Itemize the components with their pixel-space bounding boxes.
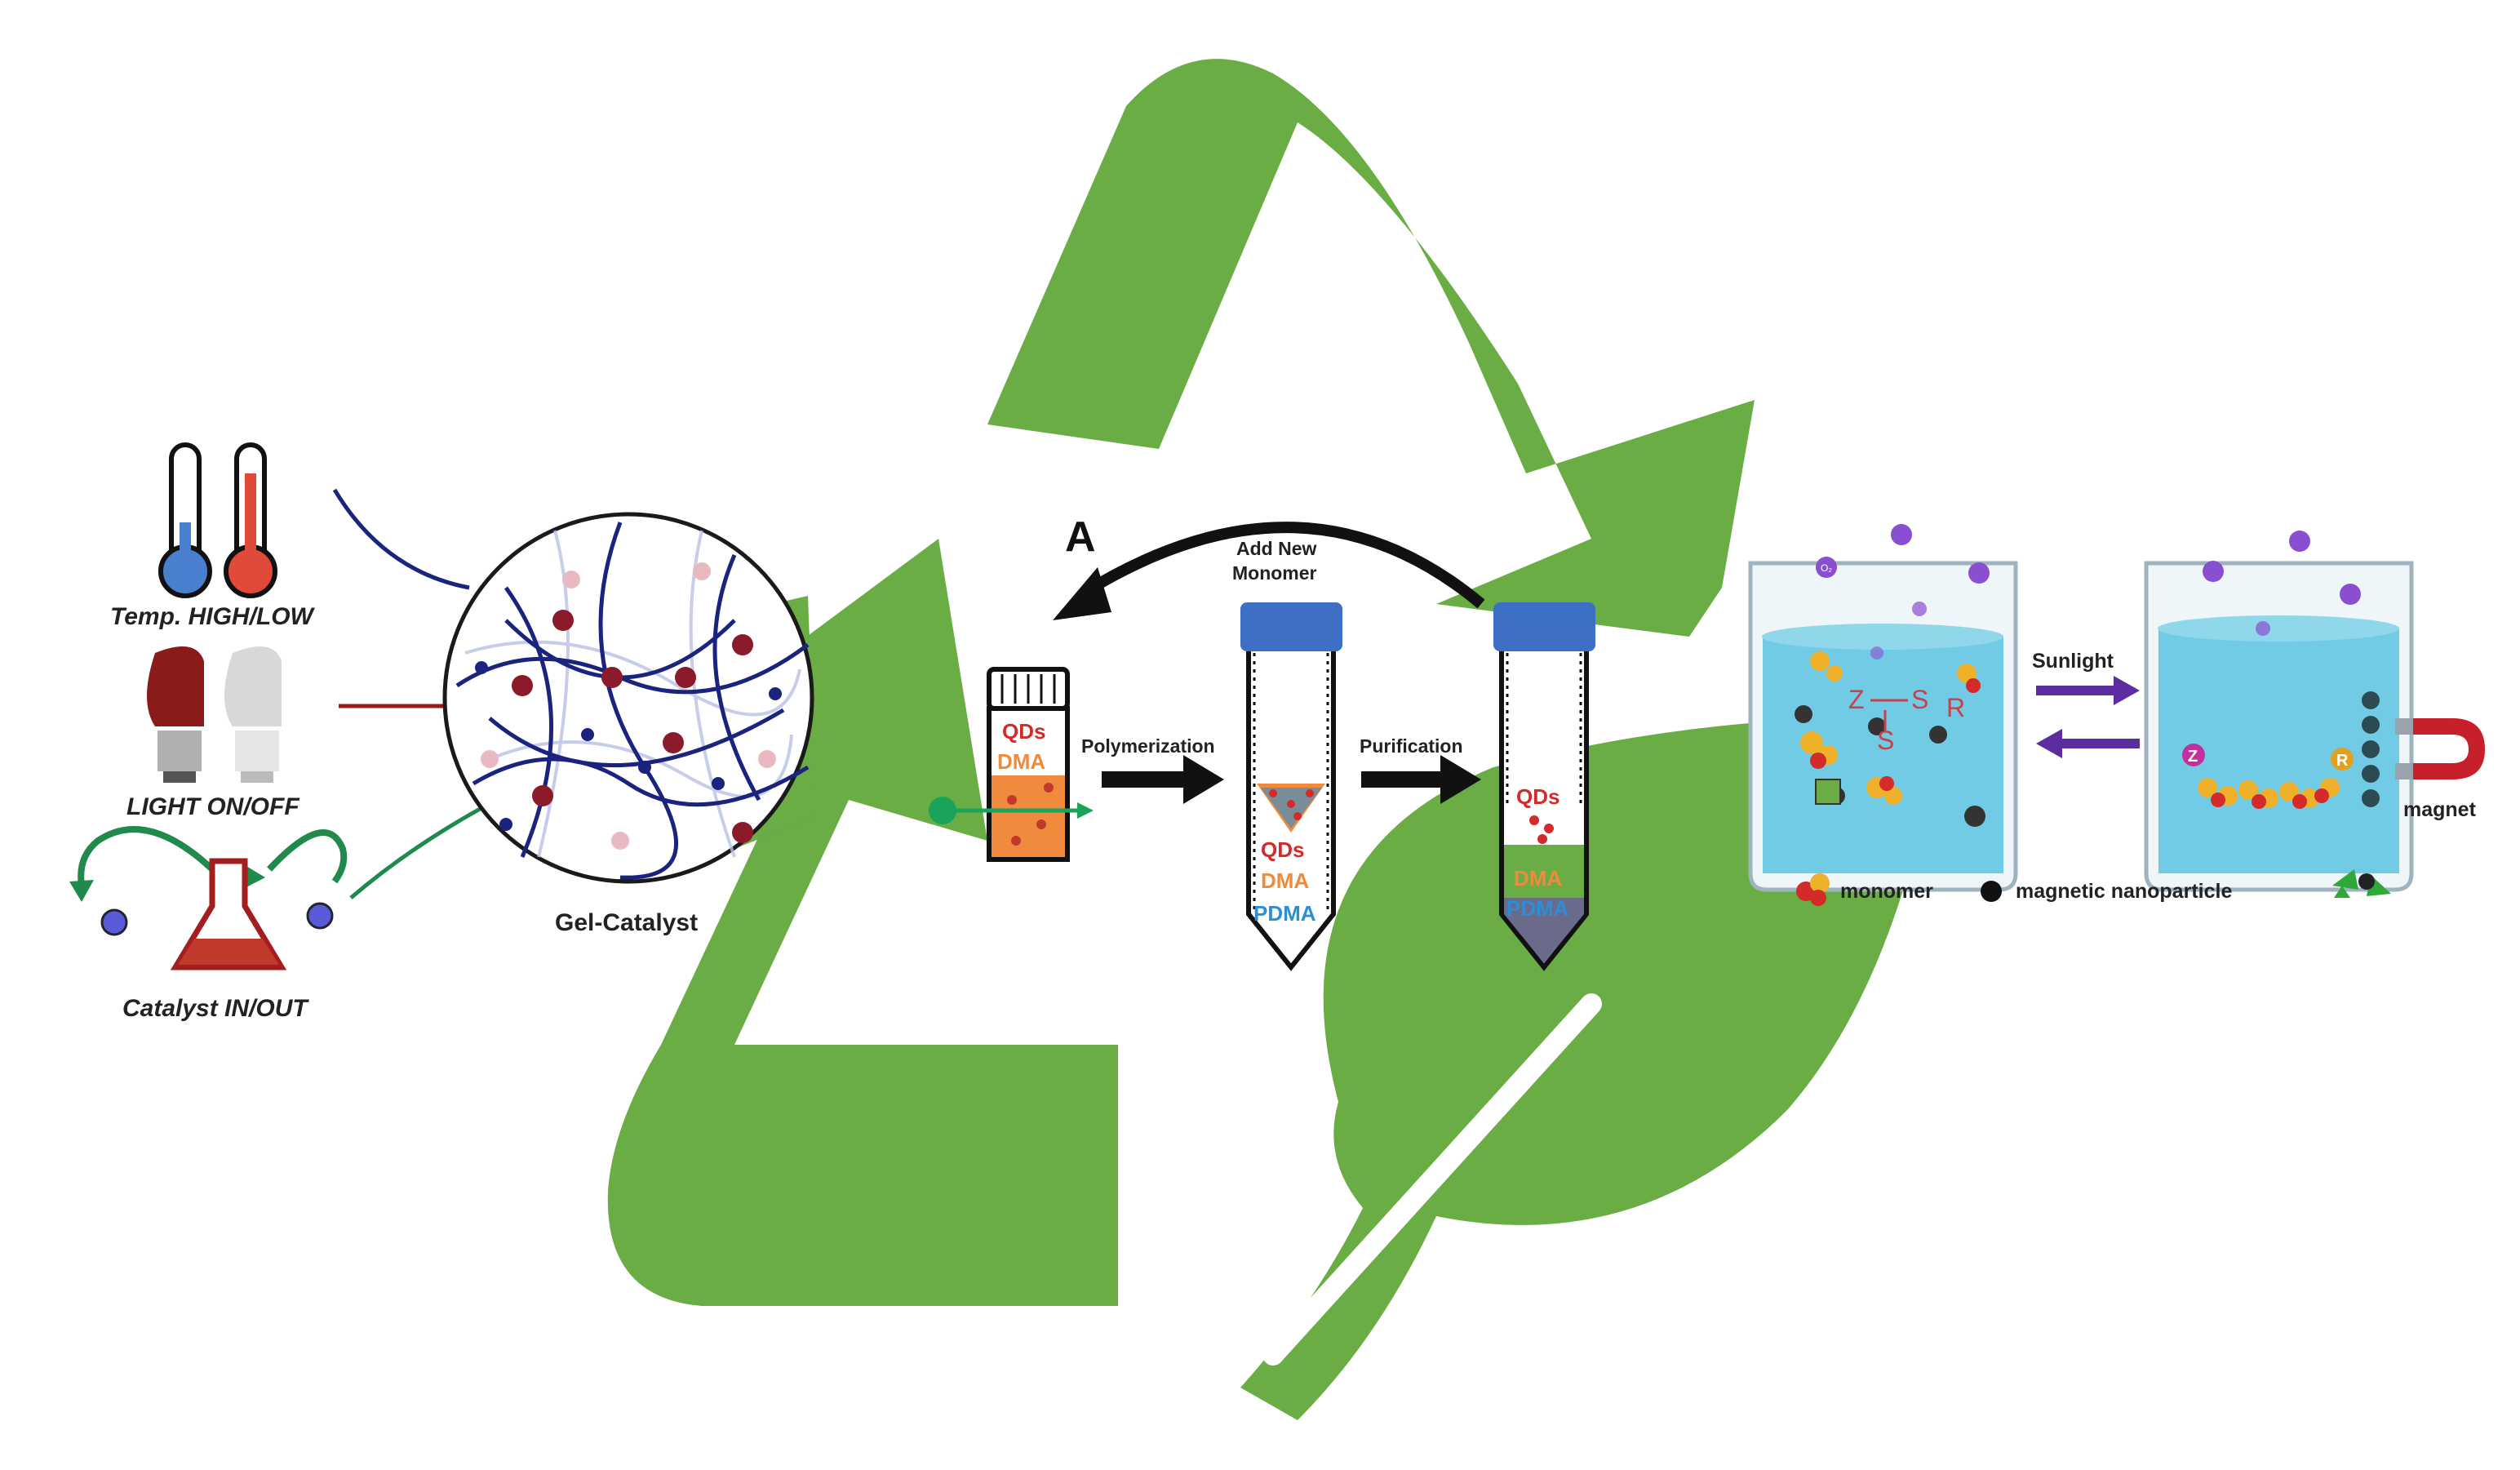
gel-catalyst-sphere — [442, 512, 814, 884]
mini-recycle-icon — [2332, 869, 2391, 898]
catalyst-out-arrow — [78, 826, 215, 886]
nanoparticle-legend-label: magnetic nanoparticle — [2016, 880, 2232, 903]
cycle-label: A — [1065, 513, 1096, 561]
thermometer-cold-icon — [158, 442, 212, 598]
connector-temp — [332, 488, 470, 590]
purification-label: Purification — [1360, 735, 1463, 757]
reverse-arrow — [2036, 729, 2140, 758]
beaker-2: Z R — [2144, 561, 2414, 892]
raft-z: Z — [1848, 685, 1865, 714]
beaker-1: Z S S R — [1748, 561, 2018, 892]
flask-icon — [170, 858, 287, 970]
end-r: R — [2336, 752, 2349, 770]
connector-catalyst — [349, 806, 483, 899]
centrifuge-tube-2: QDs DMA PDMA — [1240, 602, 1342, 971]
tube3-pdma: PDMA — [1506, 896, 1569, 921]
add-new-label-line1: Add New — [1236, 538, 1317, 559]
bulb-off-icon — [224, 646, 282, 783]
bulb-on-icon — [147, 646, 204, 783]
raft-r: R — [1946, 693, 1965, 722]
polymerization-arrow — [1102, 755, 1224, 804]
tube3-dma: DMA — [1514, 866, 1562, 890]
tube2-qds: QDs — [1261, 837, 1304, 862]
polymerization-label: Polymerization — [1081, 735, 1215, 757]
light-source-dot — [929, 797, 956, 824]
monomer-legend-icon — [1796, 873, 1830, 906]
tube2-dma: DMA — [1261, 868, 1309, 893]
centrifuge-tube-3: QDs DMA PDMA — [1493, 602, 1595, 971]
monomer-legend-label: monomer — [1840, 880, 1933, 903]
gel-catalyst-label: Gel-Catalyst — [555, 909, 698, 936]
left-panel: Temp. HIGH/LOW LIGHT ON/OFF Catalyst IN/… — [69, 442, 814, 1022]
vial-qds: QDs — [1002, 719, 1045, 744]
forward-arrow — [2036, 676, 2140, 705]
magnet-label: magnet — [2403, 798, 2477, 821]
tube3-qds: QDs — [1516, 784, 1559, 809]
catalyst-bead-left — [100, 908, 128, 936]
o2-label-1: O₂ — [1821, 562, 1832, 574]
vial-dma: DMA — [997, 749, 1045, 774]
sunlight-label: Sunlight — [2032, 650, 2114, 673]
raft-s2: S — [1877, 726, 1894, 755]
raft-s1: S — [1911, 685, 1928, 714]
add-new-label-line2: Monomer — [1232, 562, 1317, 584]
temp-label: Temp. HIGH/LOW — [110, 603, 316, 630]
tube2-pdma: PDMA — [1253, 901, 1316, 926]
magnet-icon — [2395, 718, 2485, 779]
o2-bubbles-1 — [1816, 524, 1990, 660]
catalyst-label: Catalyst IN/OUT — [122, 995, 309, 1022]
light-label: LIGHT ON/OFF — [126, 793, 299, 820]
thermometer-hot-icon — [224, 442, 277, 598]
middle-panel: A Add New Monomer QDs DMA Polymerization — [929, 513, 1595, 971]
reaction-vial: QDs DMA — [987, 667, 1070, 862]
cycle-arrow — [1082, 522, 1485, 609]
o2-bubbles-2 — [2203, 531, 2361, 636]
right-panel: Z S S R O₂ Sunlight Z R — [1748, 524, 2485, 906]
catalyst-bead-right — [306, 902, 334, 930]
purification-arrow — [1361, 755, 1481, 804]
legend: monomer magnetic nanoparticle — [1796, 873, 2232, 906]
catalyst-in-arrow — [267, 829, 348, 884]
end-z: Z — [2188, 748, 2198, 766]
nanoparticle-legend-icon — [1981, 881, 2002, 902]
